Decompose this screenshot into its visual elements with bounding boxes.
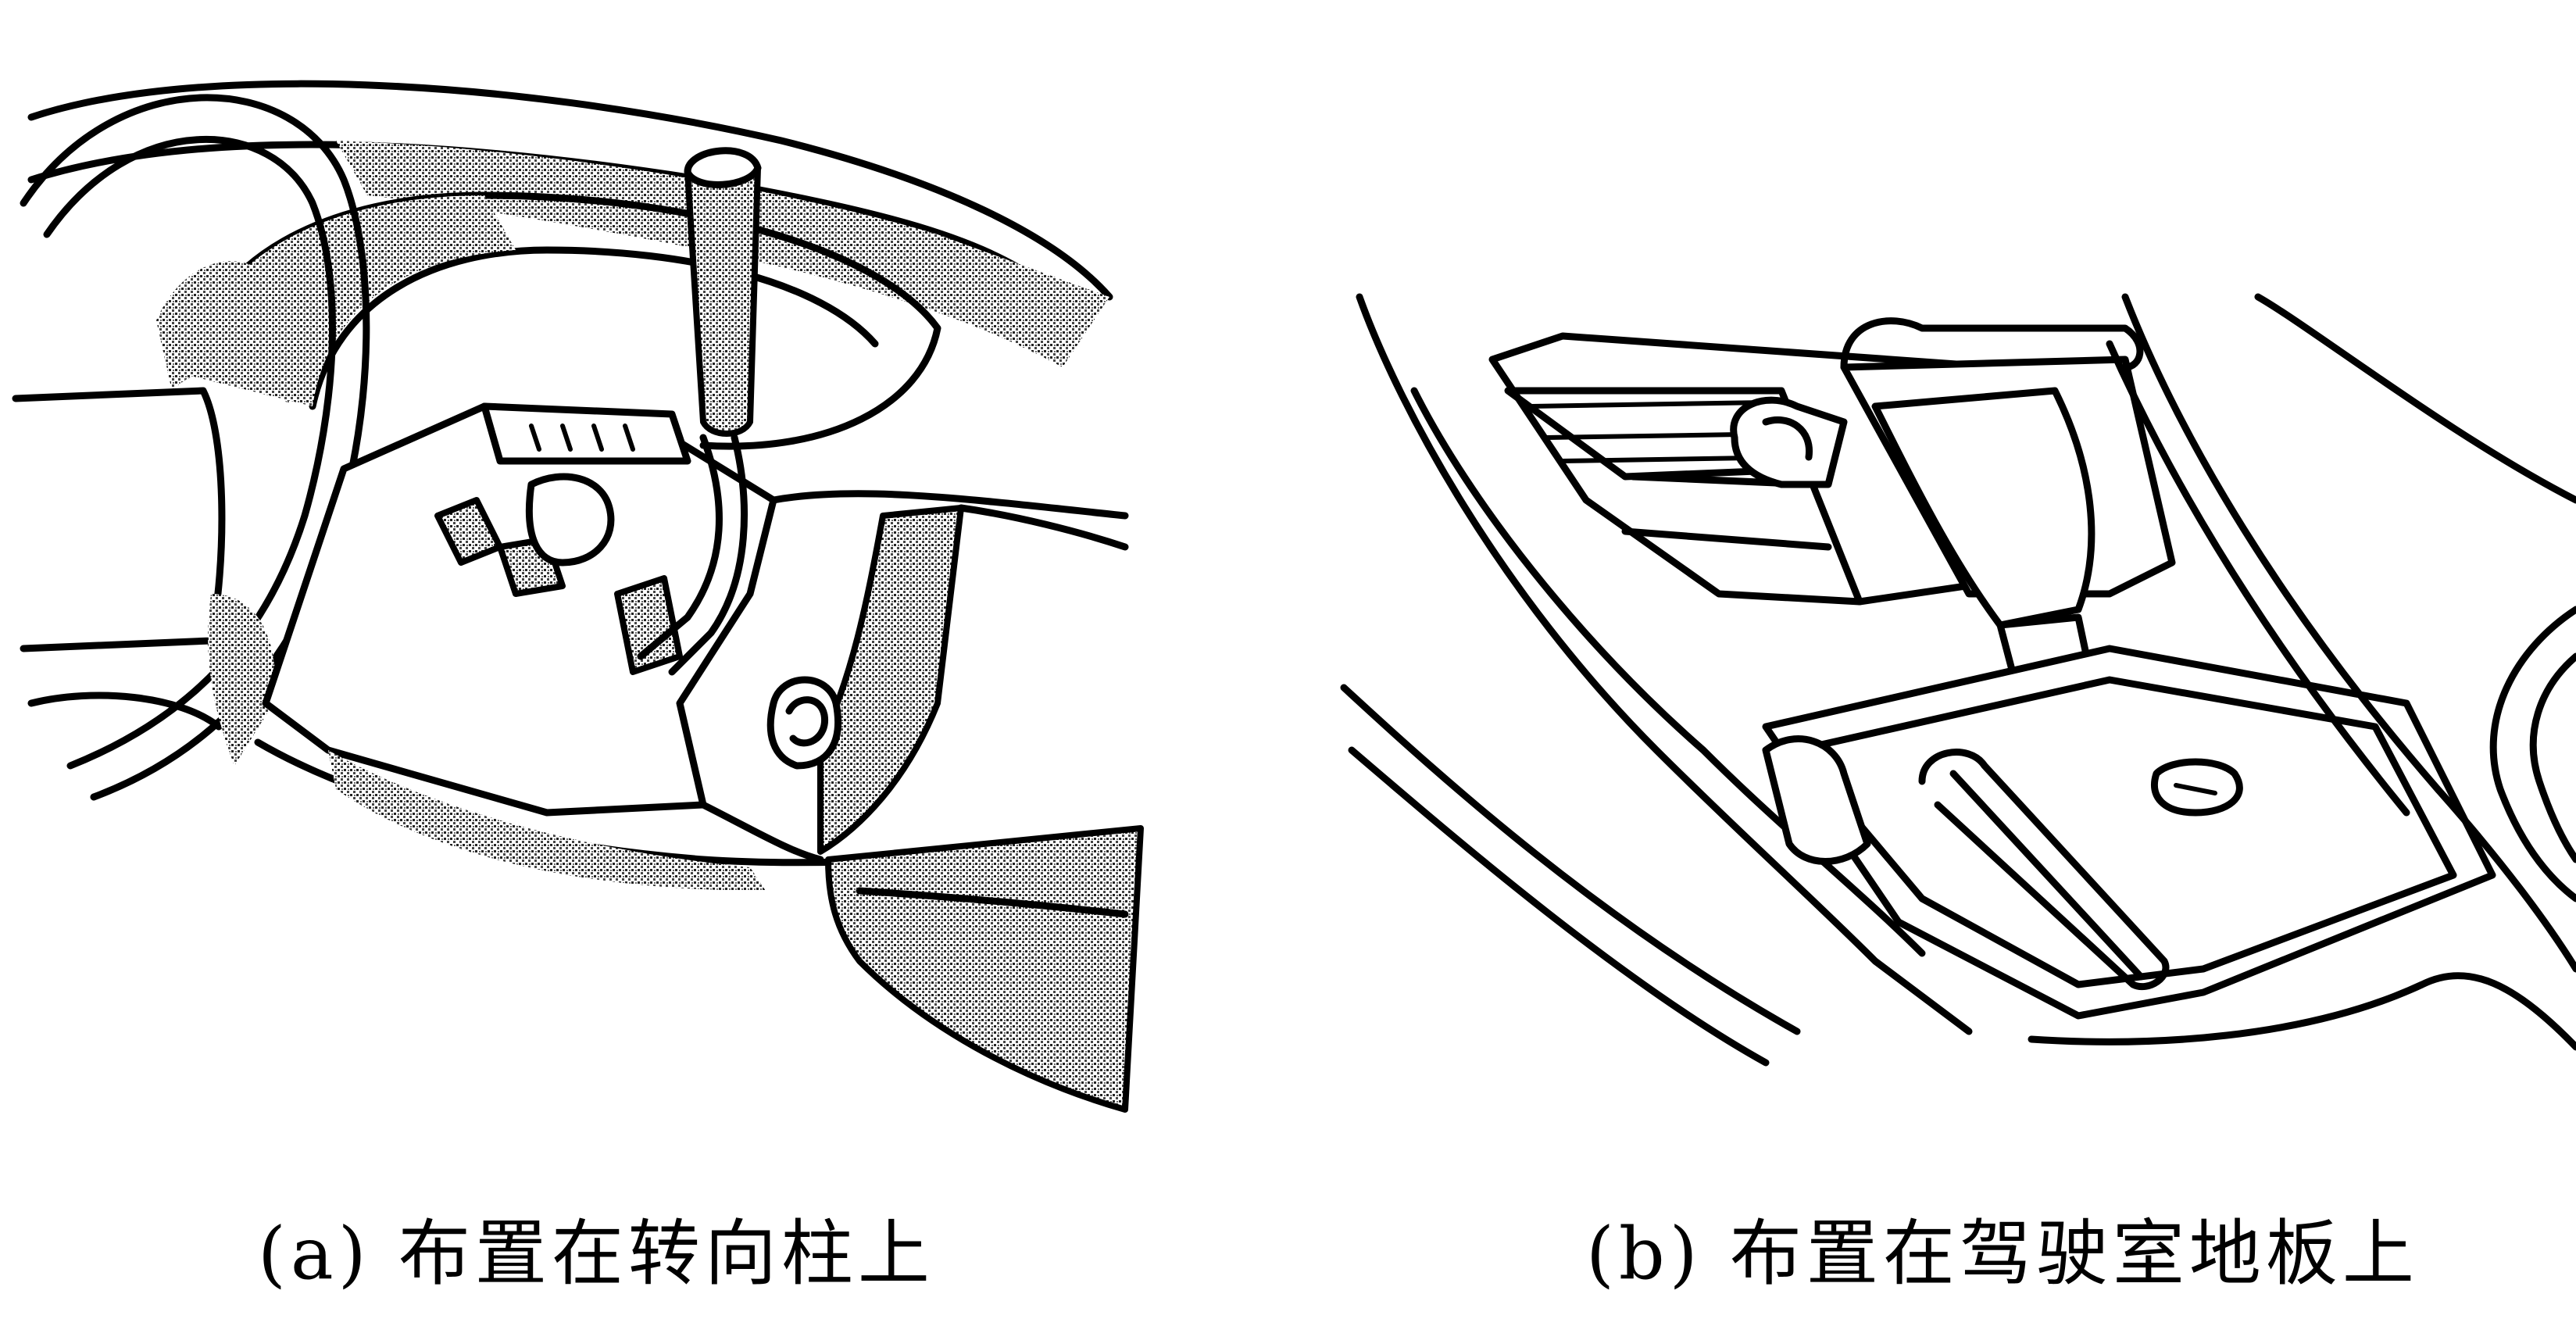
shift-gate-slot [1918,749,2170,991]
column-shift-lever [637,434,723,660]
steering-column-shroud [262,402,777,817]
gear-shift-knob [1871,387,2095,629]
lower-dash-shade [328,750,766,891]
panel-a-caption: (a) 布置在转向柱上 [258,1212,934,1296]
shift-lever-knob-small [525,473,615,566]
dashboard-outline [27,80,1113,301]
panel-b-cab-floor: (b) 布置在驾驶室地板上 [1328,0,2576,1326]
shift-lock-button [1730,396,1848,488]
console-outline [1356,293,1973,1035]
panel-b-caption: (b) 布置在驾驶室地板上 [1586,1212,2419,1296]
panel-a-steering-column: (a) 布置在转向柱上 [0,0,1219,1326]
seat-edge [2254,293,2576,504]
steering-column-shifter-illustration [12,80,1144,1113]
shift-gate-plate [1762,645,2496,1020]
floor-shifter-illustration [1340,293,2576,1067]
column-shift-lever-handle [684,147,761,437]
